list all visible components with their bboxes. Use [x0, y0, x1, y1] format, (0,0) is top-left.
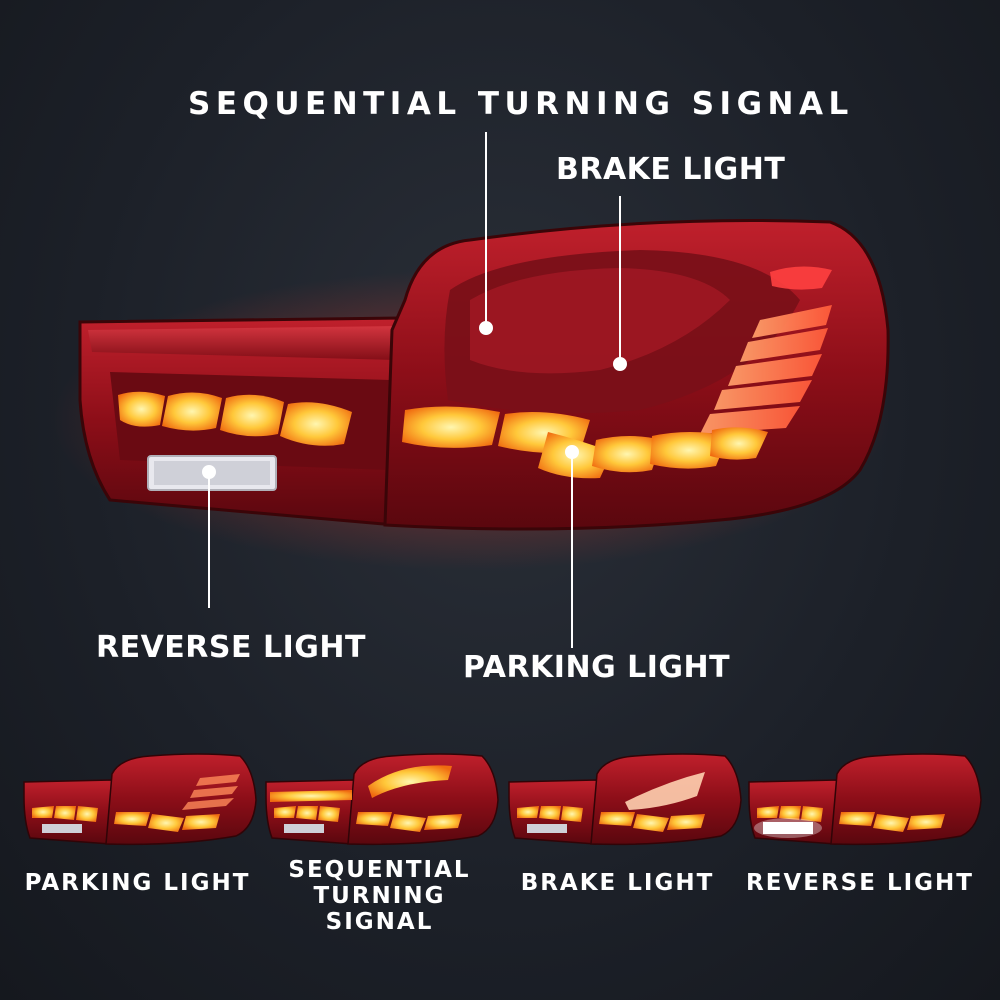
fender-lamp	[383, 218, 890, 531]
mode-label-sequential-turning-signal: SEQUENTIAL TURNING SIGNAL	[288, 857, 471, 935]
callout-sequential-turning-signal: SEQUENTIAL TURNING SIGNAL	[188, 86, 854, 122]
thumb-brake-light	[508, 753, 742, 846]
thumb-parking-light	[23, 753, 257, 846]
mode-label-reverse-light: REVERSE LIGHT	[746, 870, 974, 896]
callout-lines	[202, 132, 627, 648]
callout-reverse-light: REVERSE LIGHT	[96, 630, 366, 665]
mode-label-brake-light: BRAKE LIGHT	[520, 870, 715, 896]
trunk-lamp	[78, 316, 402, 527]
thumb-reverse-light	[748, 753, 982, 846]
thumb-sequential-turning-signal	[265, 753, 499, 846]
callout-brake-light: BRAKE LIGHT	[556, 152, 786, 187]
mode-label-parking-light: PARKING LIGHT	[24, 870, 251, 896]
callout-parking-light: PARKING LIGHT	[463, 650, 731, 685]
